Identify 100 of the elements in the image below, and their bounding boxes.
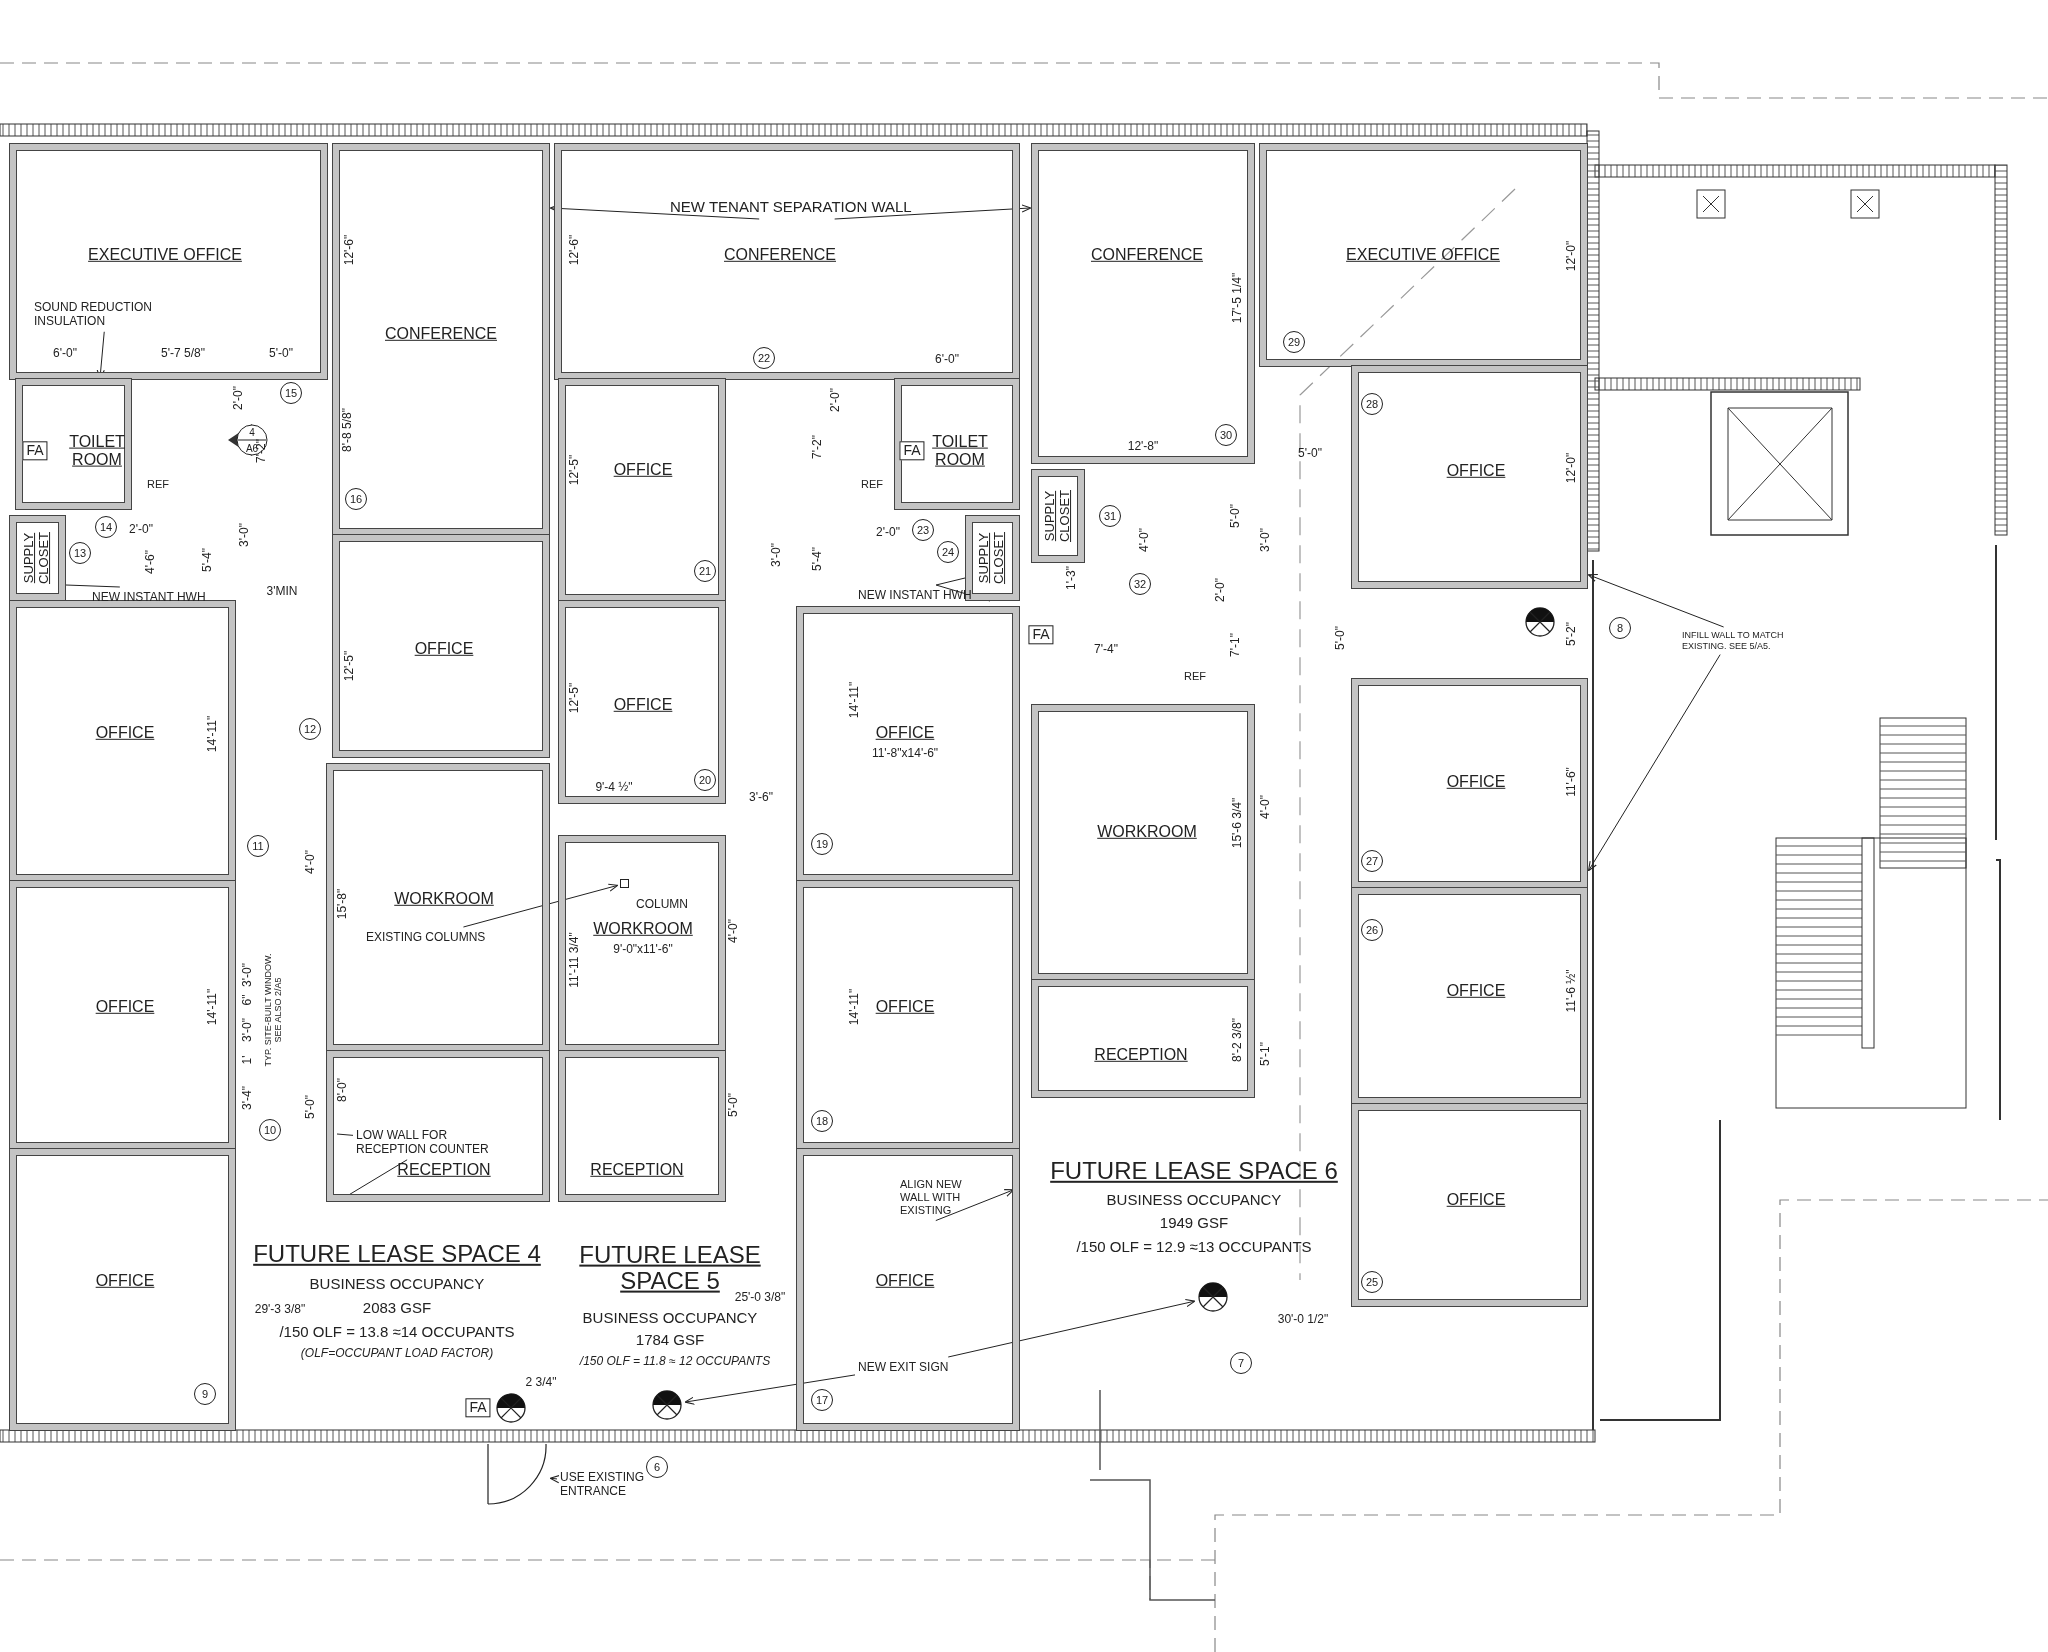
dimension-text: 25'-0 3/8" xyxy=(734,1291,786,1305)
occupancy-text: /150 OLF = 12.9 ≈13 OCCUPANTS xyxy=(1076,1238,1312,1256)
dimension-text: 2'-0" xyxy=(876,526,900,540)
room-box xyxy=(1032,144,1254,463)
door-number: 9 xyxy=(194,1383,216,1405)
door-swing-icon xyxy=(486,1444,548,1506)
room-name: CONFERENCE xyxy=(1091,245,1203,265)
room-box xyxy=(1352,888,1587,1104)
room-box xyxy=(1260,144,1587,366)
space-title: FUTURE LEASE SPACE 6 xyxy=(1050,1157,1338,1185)
dimension-text: 9'-4 ½" xyxy=(595,781,633,795)
leader-line xyxy=(549,1475,560,1484)
door-number: 11 xyxy=(247,835,269,857)
fa-tag: FA xyxy=(465,1398,491,1418)
room-box xyxy=(10,144,327,379)
leader-line xyxy=(834,204,1032,220)
door-number: 7 xyxy=(1230,1352,1252,1374)
dimension-text: 5'-7 5/8" xyxy=(161,347,205,361)
room-box xyxy=(559,379,725,601)
note-text: ALIGN NEW WALL WITH EXISTING xyxy=(900,1178,990,1218)
door-number: 28 xyxy=(1361,393,1383,415)
occupancy-text: 2083 GSF xyxy=(362,1299,432,1317)
dimension-text: 3'MIN xyxy=(266,585,298,599)
leader-line xyxy=(549,204,760,220)
dimension-text: 12'-8" xyxy=(1127,440,1159,454)
dimension-text: 4'-6" xyxy=(144,550,158,574)
dimension-text: 5'-4" xyxy=(811,547,825,571)
occupancy-text: /150 OLF = 13.8 ≈14 OCCUPANTS xyxy=(279,1323,515,1341)
leader-line xyxy=(935,1189,1015,1222)
section-marker-text: 4 xyxy=(249,426,255,438)
occupancy-text: 1784 GSF xyxy=(635,1331,705,1349)
dimension-text: 6" xyxy=(241,994,255,1006)
room-size: 9'-0"x11'-6" xyxy=(613,943,673,957)
leader-line xyxy=(1587,574,1725,628)
dimension-text: 12'-5" xyxy=(568,454,582,486)
dimension-text: 2'-0" xyxy=(1214,578,1228,602)
room-name: RECEPTION xyxy=(397,1160,491,1180)
dimension-text: 7'-4" xyxy=(1094,643,1118,657)
dimension-text: 12'-0" xyxy=(1565,240,1579,272)
room-size: 11'-8"x14'-6" xyxy=(871,747,939,761)
room-name: OFFICE xyxy=(613,695,673,715)
dimension-text: 29'-3 3/8" xyxy=(254,1303,306,1317)
room-name: OFFICE xyxy=(414,639,474,659)
door-number: 32 xyxy=(1129,573,1151,595)
occupancy-text: BUSINESS OCCUPANCY xyxy=(582,1309,758,1327)
dimension-text: 5'-1" xyxy=(1259,1042,1273,1066)
room-name: RECEPTION xyxy=(1094,1045,1188,1065)
door-number: 14 xyxy=(95,516,117,538)
dimension-text: 14'-11" xyxy=(206,988,220,1026)
room-name: OFFICE xyxy=(875,997,935,1017)
room-name: RECEPTION xyxy=(590,1160,684,1180)
room-name: OFFICE xyxy=(1446,772,1506,792)
door-number: 26 xyxy=(1361,919,1383,941)
room-name: TOILET ROOM xyxy=(931,432,989,470)
dimension-text: 2'-0" xyxy=(829,388,843,412)
room-box xyxy=(10,1149,235,1430)
room-name: OFFICE xyxy=(95,997,155,1017)
room-box xyxy=(1352,366,1587,588)
door-number: 17 xyxy=(811,1389,833,1411)
dimension-text: 2'-0" xyxy=(232,386,246,410)
occupancy-note: (OLF=OCCUPANT LOAD FACTOR) xyxy=(300,1347,494,1361)
note-text: TYP. SITE-BUILT WINDOW. SEE ALSO 2/A5 xyxy=(264,952,284,1069)
dimension-text: 12'-6" xyxy=(343,234,357,266)
room-name: OFFICE xyxy=(875,723,935,743)
room-box xyxy=(333,144,549,535)
dimension-text: 12'-5" xyxy=(568,682,582,714)
room-name: SUPPLY CLOSET xyxy=(1043,489,1073,544)
door-number: 10 xyxy=(259,1119,281,1141)
room-box xyxy=(333,535,549,757)
fixture-label: REF xyxy=(1184,669,1206,683)
room-name: SUPPLY CLOSET xyxy=(22,531,52,586)
room-box xyxy=(327,764,549,1051)
fixture-label: REF xyxy=(147,477,169,491)
door-number: 8 xyxy=(1609,617,1631,639)
room-box xyxy=(559,1051,725,1201)
dimension-text: 7'-1" xyxy=(1229,633,1243,657)
door-number: 12 xyxy=(299,718,321,740)
fixture-label: REF xyxy=(861,477,883,491)
note-text: NEW EXIT SIGN xyxy=(858,1360,949,1375)
occupancy-note: /150 OLF = 11.8 ≈ 12 OCCUPANTS xyxy=(579,1355,771,1369)
room-name: OFFICE xyxy=(1446,1190,1506,1210)
dimension-text: 8'-8 5/8" xyxy=(341,408,355,452)
room-name: OFFICE xyxy=(95,1271,155,1291)
dimension-text: 3'-4" xyxy=(241,1086,255,1110)
dimension-text: 5'-0" xyxy=(1334,626,1348,650)
dimension-text: 6'-0" xyxy=(53,347,77,361)
dimension-text: 11'-6" xyxy=(1565,767,1579,797)
door-number: 16 xyxy=(345,488,367,510)
room-box xyxy=(1352,679,1587,888)
dimension-text: 3'-0" xyxy=(1259,528,1273,552)
room-name: CONFERENCE xyxy=(385,324,497,344)
dimension-text: 1' xyxy=(241,1055,255,1065)
occupancy-text: BUSINESS OCCUPANCY xyxy=(1106,1191,1282,1209)
dimension-text: 5'-0" xyxy=(727,1093,741,1117)
dimension-text: 12'-5" xyxy=(343,650,357,682)
dimension-text: 14'-11" xyxy=(206,715,220,753)
room-name: CONFERENCE xyxy=(724,245,836,265)
door-number: 22 xyxy=(753,347,775,369)
fa-tag: FA xyxy=(1028,625,1054,645)
dimension-text: 12'-0" xyxy=(1565,452,1579,484)
